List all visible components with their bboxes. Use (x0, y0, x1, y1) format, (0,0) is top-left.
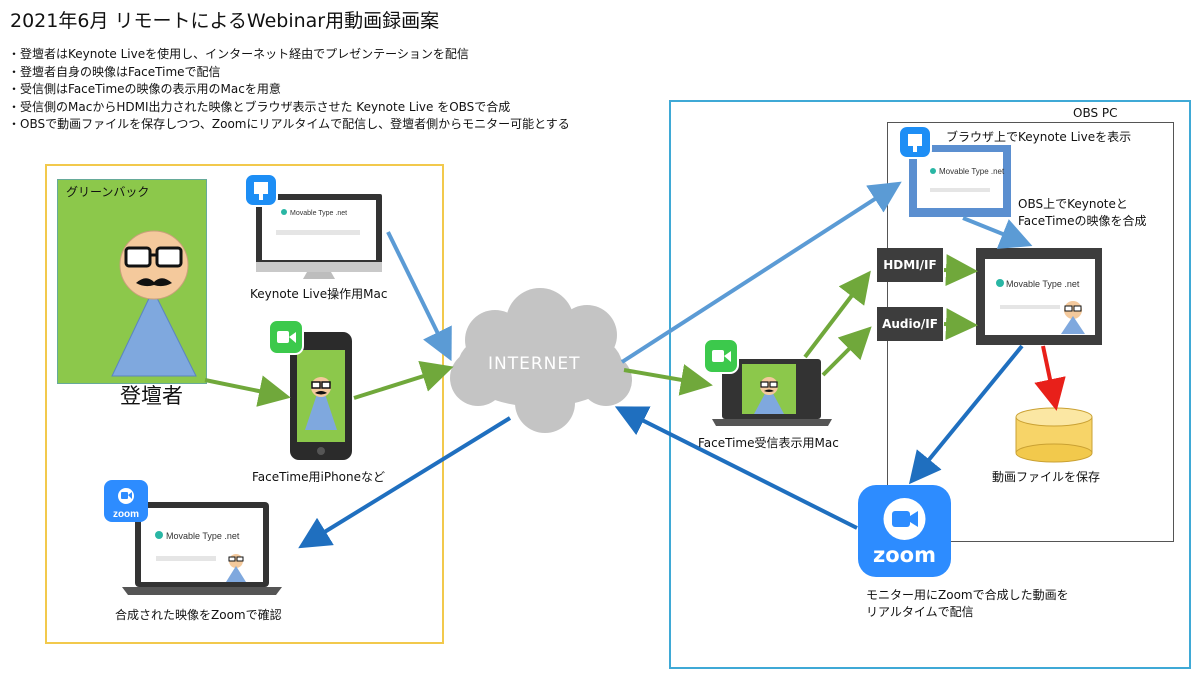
facetime-app-icon (703, 338, 739, 374)
internet-label: INTERNET (488, 354, 581, 374)
keynote-app-icon (244, 173, 278, 207)
svg-text:Movable Type .net: Movable Type .net (1006, 279, 1080, 289)
video-camera-icon (883, 498, 926, 540)
keynote-imac: Movable Type .net (256, 194, 382, 279)
audio-interface-box: Audio/IF (877, 307, 943, 341)
monitor-label-line: モニター用にZoomで合成した動画を (866, 588, 1069, 602)
green-arrows (204, 254, 978, 407)
receiver-side-box (669, 100, 1191, 669)
svg-text:zoom: zoom (113, 509, 139, 520)
svg-text:Movable Type .net: Movable Type .net (166, 531, 240, 541)
compose-label: OBS上でKeynoteと FaceTimeの映像を合成 (1018, 196, 1147, 230)
zoom-app-icon: zoom (858, 485, 951, 577)
obs-composite-screen: Movable Type .net (976, 248, 1102, 345)
zoom-small-app-icon: zoom (104, 480, 148, 522)
zoom-wordmark: zoom (873, 543, 936, 567)
compose-label-line: FaceTimeの映像を合成 (1018, 214, 1147, 228)
presenter-figure (111, 230, 197, 377)
dark-blue-arrows (298, 344, 1024, 549)
zoom-laptop-left: Movable Type .net (122, 502, 282, 595)
monitor-label-line: リアルタイムで配信 (866, 605, 974, 619)
facetime-app-icon (268, 319, 304, 355)
page-title: 2021年6月 リモートによるWebinar用動画録画案 (10, 10, 440, 32)
bullet-list: 登壇者はKeynote Liveを使用し、インターネット経由でプレゼンテーション… (8, 46, 570, 134)
presenter-label: 登壇者 (120, 384, 183, 408)
monitor-label: モニター用にZoomで合成した動画を リアルタイムで配信 (866, 587, 1069, 621)
blue-arrows (386, 181, 1033, 364)
facetime-mac-label: FaceTime受信表示用Mac (698, 436, 839, 450)
bullet-item: 登壇者自身の映像はFaceTimeで配信 (8, 64, 570, 82)
hdmi-interface-box: HDMI/IF (877, 248, 943, 282)
zoom-check-label: 合成された映像をZoomで確認 (115, 608, 282, 622)
browser-label: ブラウザ上でKeynote Liveを表示 (946, 130, 1132, 144)
slide-brand-text: Movable Type .net (290, 210, 347, 217)
obs-pc-label: OBS PC (1073, 106, 1118, 120)
keynote-mac-label: Keynote Live操作用Mac (250, 287, 388, 301)
facetime-iphone (290, 332, 352, 460)
bullet-item: 受信側はFaceTimeの映像の表示用のMacを用意 (8, 81, 570, 99)
keynote-app-icon (898, 125, 932, 159)
storage-cylinder (1015, 407, 1093, 463)
save-file-label: 動画ファイルを保存 (992, 470, 1101, 484)
iphone-label: FaceTime用iPhoneなど (252, 470, 386, 484)
facetime-receiver-mac (712, 359, 832, 426)
bullet-item: 登壇者はKeynote Liveを使用し、インターネット経由でプレゼンテーション… (8, 46, 570, 64)
greenback-label: グリーンバック (66, 185, 150, 199)
compose-label-line: OBS上でKeynoteと (1018, 197, 1128, 211)
presenter-side-box (45, 164, 444, 644)
internet-cloud (450, 288, 632, 433)
red-arrow (1034, 345, 1066, 411)
bullet-item: 受信側のMacからHDMI出力された映像とブラウザ表示させた Keynote L… (8, 99, 570, 117)
bullet-item: OBSで動画ファイルを保存しつつ、Zoomにリアルタイムで配信し、登壇者側からモ… (8, 116, 570, 134)
svg-text:Movable Type .net: Movable Type .net (939, 167, 1005, 176)
